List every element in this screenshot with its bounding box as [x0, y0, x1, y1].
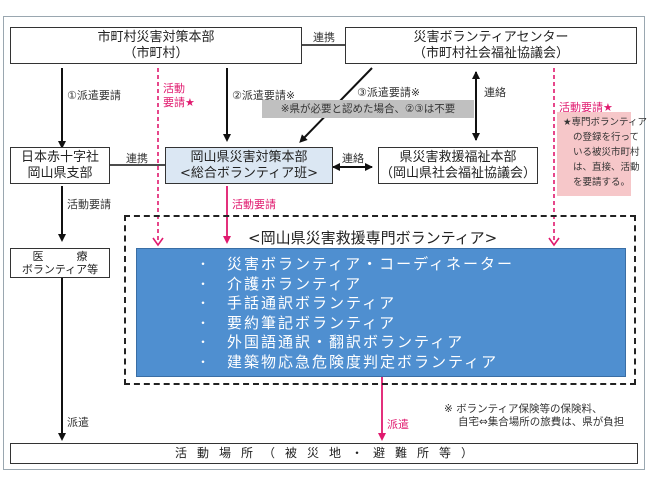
bullet-icon: ・	[197, 276, 212, 291]
label-dispatch-2: ②派遣要請※	[232, 89, 296, 102]
label-contact-right: 連絡	[484, 86, 506, 99]
label-dispatch-center: 派遣	[387, 418, 409, 431]
cost-footnote: ※ ボランティア保険等の保険料、 自宅⇔集合場所の旅費は、県が負担	[444, 403, 624, 429]
label-activity-star-a: 活動	[163, 82, 185, 95]
activity-place-char: 災	[306, 446, 319, 460]
specialist-group-title: <岡山県災害救援専門ボランティア>	[248, 229, 498, 247]
activity-place-char: 難	[394, 446, 407, 460]
pink-star-note: ★専門ボランティア の登録を行って いる被災市町村 は、直接、活動 を要請する。	[557, 112, 647, 196]
welfare-hq-line2: （岡山県社会福祉協議会）	[379, 165, 536, 181]
list-item: ・介護ボランティア	[197, 275, 625, 295]
pink-note-line: は、直接、活動	[573, 162, 640, 173]
activity-place-char: 等	[438, 446, 451, 460]
list-item: ・ 災害ボランティア・コーディネーター	[197, 255, 625, 275]
label-contact-mid: 連絡	[342, 152, 364, 165]
list-item-label: 災害ボランティア・コーディネーター	[227, 255, 515, 273]
municipal-hq-box: 市町村災害対策本部 （市町村）	[10, 27, 302, 64]
pink-note-line: の登録を行って	[573, 132, 640, 143]
prefectural-hq-line1: 岡山県災害対策本部	[190, 149, 308, 165]
list-item-label: 介護ボランティア	[227, 274, 363, 293]
list-item: ・ 手話通訳ボランティア	[197, 294, 625, 314]
municipal-hq-line1: 市町村災害対策本部	[97, 29, 215, 45]
pink-note-line: いる被災市町村	[573, 147, 640, 158]
prefectural-hq-line2: <総合ボランティア班>	[179, 165, 318, 181]
list-item-label: 建築物応急危険度判定ボランティア	[227, 352, 499, 371]
activity-place-char: 所	[416, 446, 429, 460]
medical-volunteer-box: 医 療 ボランティア等	[10, 248, 110, 278]
label-link-mid: 連携	[126, 152, 148, 165]
label-activity-pref: 活動要請	[232, 198, 276, 211]
volunteer-center-line1: 災害ボランティアセンター	[413, 29, 569, 45]
activity-place-char: ）	[460, 446, 473, 460]
footnote-line1: ※ ボランティア保険等の保険料、	[444, 403, 603, 415]
pink-note-line: ★専門ボランティア	[563, 117, 647, 128]
bullet-icon: ・	[197, 335, 212, 349]
bullet-icon: ・	[197, 354, 212, 369]
activity-place-char: 場	[218, 446, 231, 460]
bullet-icon: ・	[197, 257, 212, 271]
prefectural-hq-box: 岡山県災害対策本部 <総合ボランティア班>	[165, 147, 333, 184]
list-item: ・要約筆記ボランティア	[197, 314, 625, 334]
activity-place-char: （	[262, 446, 275, 460]
label-dispatch-3: ③派遣要請※	[357, 86, 421, 99]
list-item-label: 外国語通訳・翻訳ボランティア	[227, 333, 465, 351]
list-item: ・建築物応急危険度判定ボランティア	[197, 353, 625, 373]
list-item-label: 手話通訳ボランティア	[227, 294, 397, 312]
label-dispatch-left: 派遣	[67, 416, 89, 429]
label-link-top: 連携	[313, 31, 335, 44]
volunteer-center-box: 災害ボランティアセンター （市町村社会福祉協議会）	[345, 27, 637, 64]
specialist-volunteer-list: ・災害ボランティア・コーディネーター ・介護ボランティア ・手話通訳ボランティア…	[136, 248, 626, 377]
gray-condition-note: ※県が必要と認めた場合、②③は不要	[262, 100, 474, 118]
activity-place-char: ・	[350, 446, 363, 460]
medical-line2: ボランティア等	[21, 263, 99, 276]
label-activity-star-right: 活動要請★	[559, 101, 613, 114]
label-activity-star-b: 要請★	[163, 96, 195, 109]
volunteer-center-line2: （市町村社会福祉協議会）	[412, 45, 569, 61]
label-activity-redcross: 活動要請	[67, 198, 111, 211]
list-item-label: 要約筆記ボランティア	[227, 313, 397, 332]
red-cross-line2: 岡山県支部	[27, 165, 93, 181]
welfare-hq-box: 県災害救援福祉本部 （岡山県社会福祉協議会）	[378, 147, 538, 184]
footnote-line2: 自宅⇔集合場所の旅費は、県が負担	[458, 416, 625, 428]
specialist-volunteer-group	[124, 215, 636, 385]
activity-place-char: 地	[328, 446, 341, 460]
red-cross-line1: 日本赤十字社	[20, 149, 99, 165]
activity-place-box: 活動場所（被災地・避難所等）	[10, 443, 638, 464]
label-dispatch-1: ①派遣要請	[67, 89, 121, 102]
medical-line1: 医 療	[32, 250, 88, 263]
bullet-icon: ・	[197, 315, 212, 330]
municipal-hq-line2: （市町村）	[123, 45, 189, 61]
activity-place-char: 避	[372, 446, 385, 460]
activity-place-char: 被	[284, 446, 297, 460]
list-item: ・ 外国語通訳・翻訳ボランティア	[197, 333, 625, 353]
red-cross-box: 日本赤十字社 岡山県支部	[10, 147, 110, 184]
pink-note-line: を要請する。	[573, 177, 631, 188]
bullet-icon: ・	[197, 296, 212, 310]
welfare-hq-line1: 県災害救援福祉本部	[399, 149, 517, 165]
activity-place-char: 活	[174, 446, 187, 460]
activity-place-char: 動	[196, 446, 209, 460]
activity-place-char: 所	[240, 446, 253, 460]
